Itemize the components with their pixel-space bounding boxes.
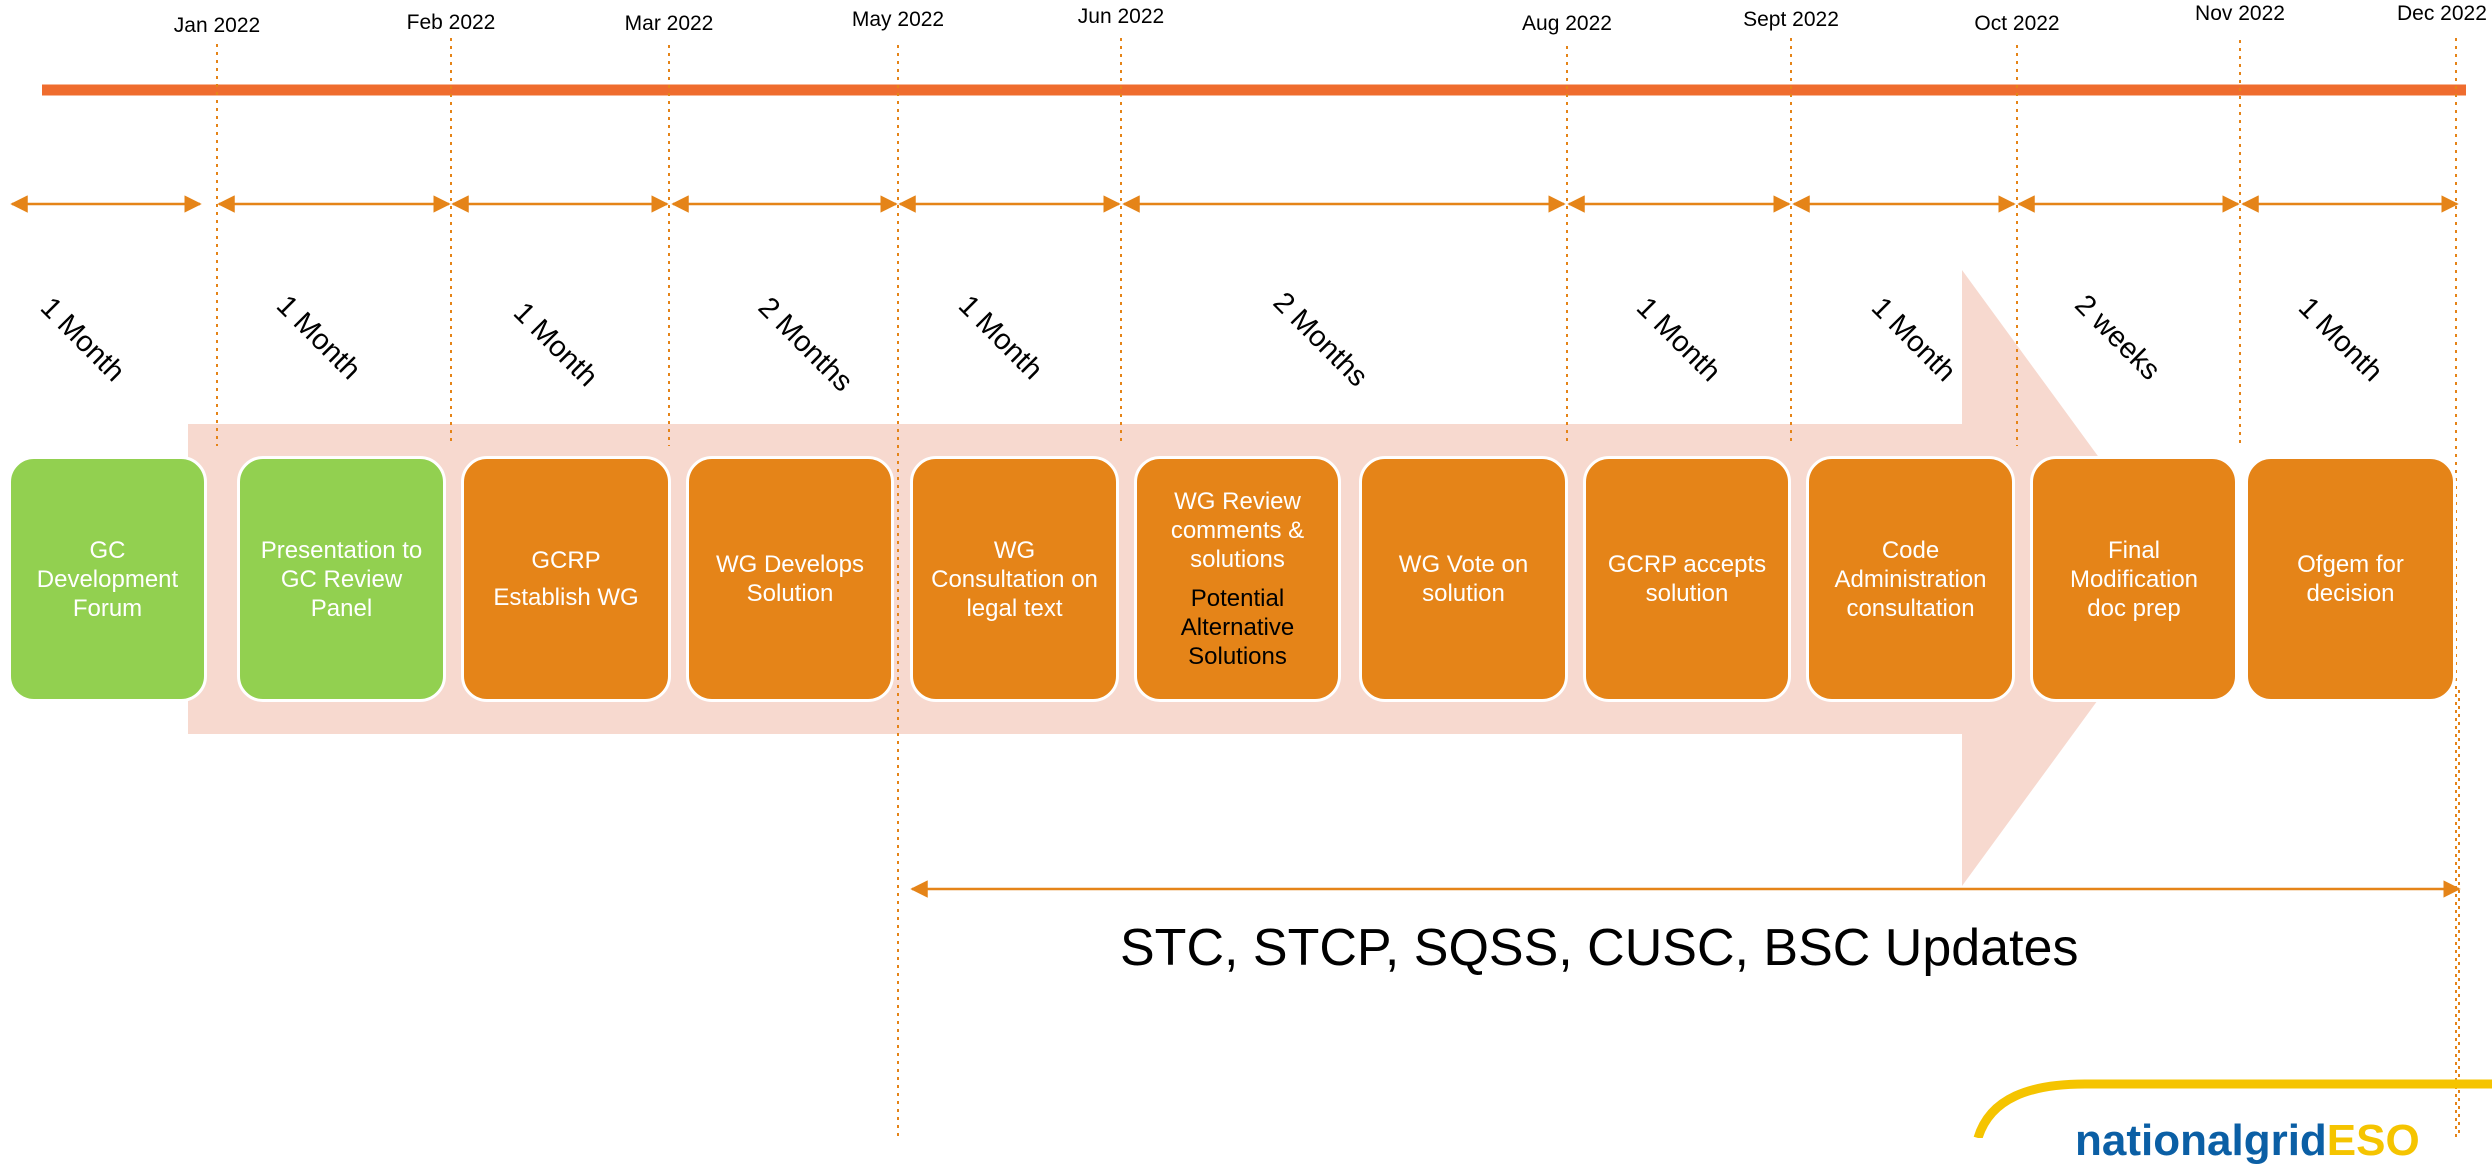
- stage-text: GCRP: [531, 546, 600, 575]
- stage-text-line: GCRP: [531, 547, 601, 574]
- logo-eso: ESO: [2326, 1116, 2420, 1165]
- stage-text-line: doc prep: [2087, 594, 2181, 622]
- stage-text-line: Modification: [2069, 565, 2199, 593]
- month-label: Dec 2022: [2397, 2, 2487, 25]
- month-label: May 2022: [851, 8, 945, 31]
- stage-text-line: Consultation on: [931, 565, 1098, 593]
- timeline-diagram: Jan 2022 Feb 2022 Mar 2022 May 2022 Jun 2022…: [8, 2, 2492, 1165]
- stage-box: GCRP Establish WG: [461, 456, 671, 702]
- stage-text-line: GCRP accepts: [1607, 551, 1767, 578]
- stage-text-line: consultation: [1846, 594, 1975, 622]
- stage-text-line: Development: [36, 565, 179, 593]
- month-label: Feb 2022: [406, 11, 496, 34]
- stage-subtext-line: Alternative: [1180, 614, 1295, 641]
- stage-text-line: Administration: [1834, 565, 1987, 593]
- updates-label: STC, STCP, SQSS, CUSC, BSC Updates: [1120, 919, 2079, 977]
- stage-text-line: GC Review: [280, 565, 403, 593]
- stage-subtext-line: Solutions: [1188, 643, 1287, 670]
- stage-text-line: Presentation to: [260, 536, 423, 564]
- stage-text-line: Panel: [310, 594, 373, 622]
- stage-text-line: legal text: [966, 594, 1063, 622]
- stage-text-line: solutions: [1190, 546, 1285, 573]
- stage-text-line: Forum: [72, 594, 143, 622]
- stage-text-line: WG Develops: [715, 551, 865, 578]
- stage-text-line: Ofgem for: [2297, 551, 2404, 578]
- logo-national: national: [2075, 1116, 2244, 1165]
- stage-text-line: comments &: [1170, 517, 1305, 544]
- month-label: Jan 2022: [173, 14, 261, 37]
- month-label: Oct 2022: [1974, 12, 2060, 35]
- stage-text-line: WG Vote on: [1398, 551, 1529, 578]
- stage-text-line: solution: [1422, 580, 1505, 607]
- month-label: Nov 2022: [2195, 2, 2285, 25]
- stage-text-line: solution: [1645, 580, 1729, 607]
- stage-text-line: WG Review: [1174, 488, 1301, 515]
- stage-text-line: decision: [2306, 580, 2395, 607]
- stage-text-line: Final: [2107, 536, 2161, 564]
- stage-text-line: Solution: [746, 580, 834, 607]
- month-label: Mar 2022: [624, 12, 714, 35]
- month-label: Aug 2022: [1522, 12, 1612, 35]
- month-divider-lines: [216, 38, 2460, 1138]
- stage-text-line: Establish WG: [493, 584, 639, 611]
- month-label: Sept 2022: [1743, 8, 1839, 31]
- logo-grid: grid: [2243, 1116, 2327, 1165]
- stage-text-line: WG: [993, 536, 1036, 564]
- stage-subtext-line: Potential: [1190, 585, 1285, 612]
- stage-text-line: Code: [1881, 536, 1940, 564]
- logo-swoosh: [1973, 1079, 2492, 1138]
- national-grid-eso-logo: nationalgridESO: [2075, 1116, 2420, 1166]
- month-label: Jun 2022: [1077, 5, 1165, 28]
- stage-text-line: GC: [89, 536, 126, 564]
